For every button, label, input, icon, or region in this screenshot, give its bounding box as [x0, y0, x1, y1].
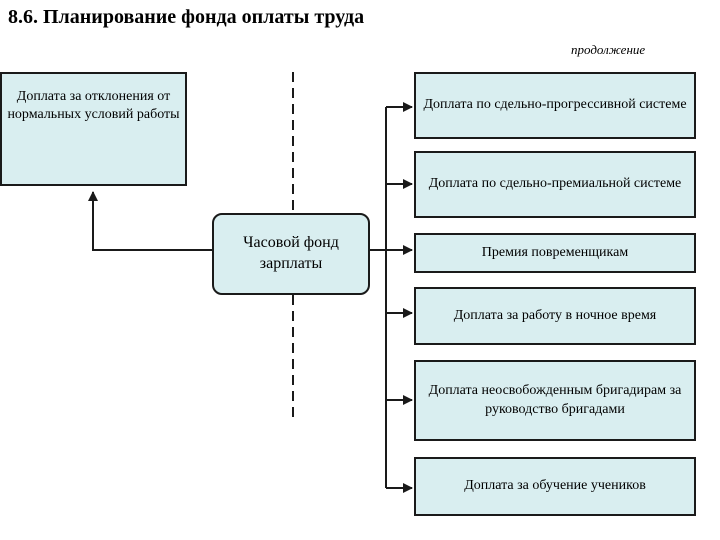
right-box-1-label: Доплата по сдельно-прогрессивной системе — [423, 97, 687, 113]
right-box-6-label: Доплата за обучение учеников — [464, 478, 646, 494]
right-box-2-label: Доплата по сдельно-премиальной системе — [428, 176, 682, 192]
continuation-label: продолжение — [571, 42, 646, 57]
right-box-5-label: Доплата неосвобожденным бригадирам за ру… — [428, 383, 682, 417]
right-box-4: Доплата за работу в ночное время — [414, 287, 696, 345]
right-box-2: Доплата по сдельно-премиальной системе — [414, 151, 696, 218]
right-box-4-label: Доплата за работу в ночное время — [453, 307, 657, 323]
left-box-deviation-pay: Доплата за отклонения от нормальных усло… — [0, 72, 187, 186]
left-box-label: Доплата за отклонения от нормальных усло… — [7, 89, 180, 123]
right-box-3-label: Премия повременщикам — [481, 244, 629, 260]
center-box-label: Часовой фонд зарплаты — [243, 234, 339, 272]
center-box-hourly-fund: Часовой фонд зарплаты — [212, 213, 370, 295]
right-box-1: Доплата по сдельно-прогрессивной системе — [414, 72, 696, 139]
connector-left-box — [88, 191, 212, 251]
right-box-5: Доплата неосвобожденным бригадирам за ру… — [414, 360, 696, 441]
right-box-6: Доплата за обучение учеников — [414, 457, 696, 516]
page-title: 8.6. Планирование фонда оплаты труда — [8, 6, 365, 28]
right-box-3: Премия повременщикам — [414, 233, 696, 273]
